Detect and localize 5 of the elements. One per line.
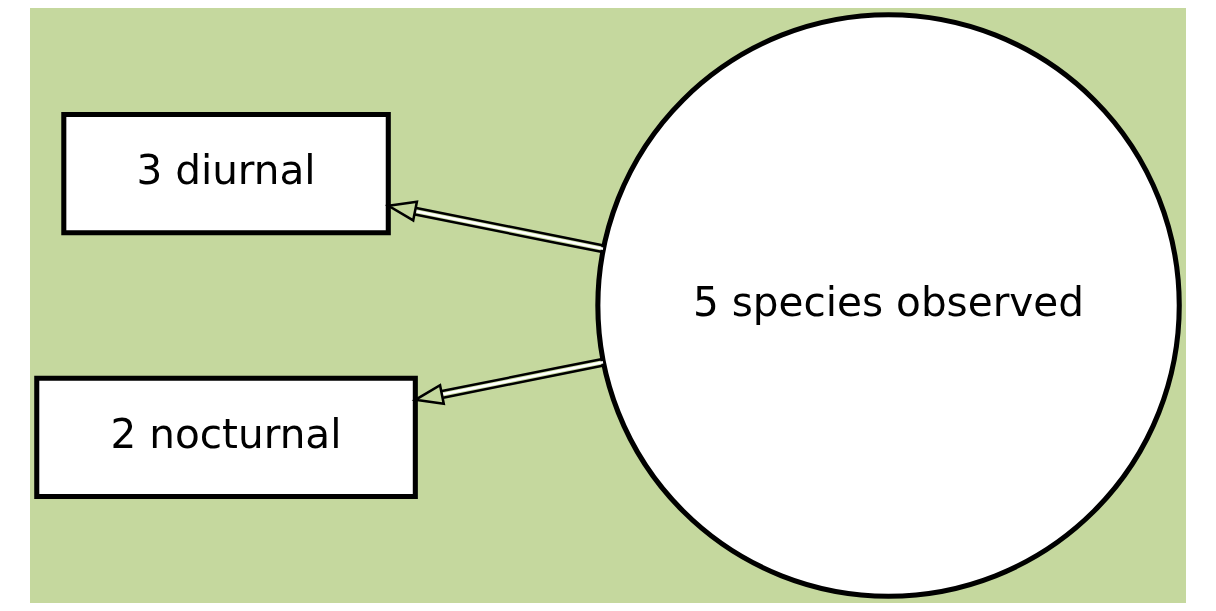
node-box: 3 diurnal: [61, 112, 391, 236]
node-box: 2 nocturnal: [34, 375, 418, 499]
node-circle: 5 species observed: [595, 12, 1182, 599]
arrow: [411, 357, 604, 406]
arrow: [384, 200, 604, 254]
